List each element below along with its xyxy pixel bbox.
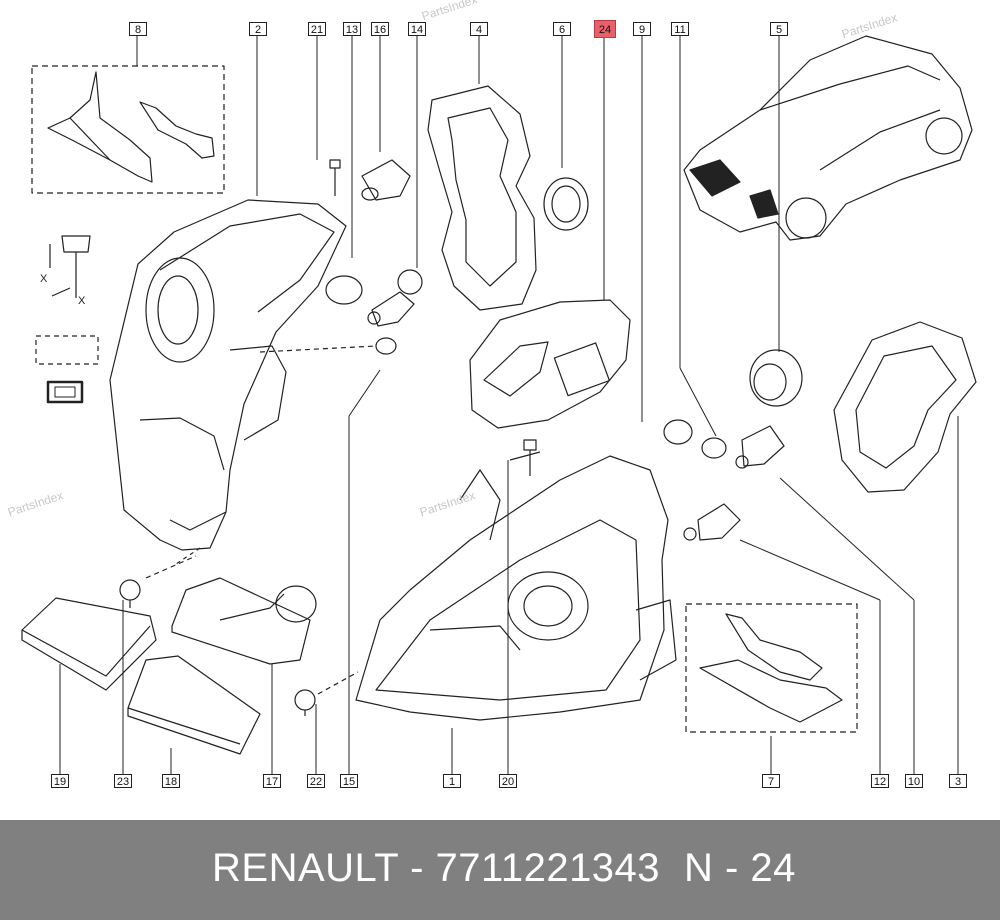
callout-13[interactable]: 13 <box>343 22 361 36</box>
callout-1[interactable]: 1 <box>443 774 461 788</box>
position-number-label: N - 24 <box>684 846 796 890</box>
part-number-label: RENAULT - 7711221343 <box>212 846 661 890</box>
rear-cover-right <box>833 321 977 493</box>
callout-21[interactable]: 21 <box>308 22 326 36</box>
protective-pad-19 <box>21 597 157 691</box>
callout-9[interactable]: 9 <box>633 22 651 36</box>
renault-car-illustration <box>683 35 973 241</box>
left-headlamp <box>109 199 347 551</box>
callout-22[interactable]: 22 <box>307 774 325 788</box>
callout-20[interactable]: 20 <box>499 774 517 788</box>
right-headlamp <box>355 455 669 721</box>
protective-pad-18 <box>127 655 261 755</box>
callout-11[interactable]: 11 <box>671 22 689 36</box>
callout-6[interactable]: 6 <box>553 22 571 36</box>
callout-16[interactable]: 16 <box>371 22 389 36</box>
callout-15[interactable]: 15 <box>340 774 358 788</box>
rear-cover <box>427 85 537 311</box>
callout-10[interactable]: 10 <box>905 774 923 788</box>
legend-dashed-swatch <box>35 335 99 365</box>
part-number-footer: RENAULT - 7711221343 N - 24 <box>0 820 1000 920</box>
legend-x-label-1: X <box>40 273 48 285</box>
leader-lines <box>59 36 959 774</box>
callout-17[interactable]: 17 <box>263 774 281 788</box>
callout-12[interactable]: 12 <box>871 774 889 788</box>
exploded-headlamp-diagram: X X <box>21 35 977 774</box>
callout-4[interactable]: 4 <box>470 22 488 36</box>
callout-14[interactable]: 14 <box>408 22 426 36</box>
callout-5[interactable]: 5 <box>770 22 788 36</box>
callout-7[interactable]: 7 <box>762 774 780 788</box>
callout-24-highlighted[interactable]: 24 <box>594 20 616 38</box>
bracket-kit-box <box>31 65 225 194</box>
callout-19[interactable]: 19 <box>51 774 69 788</box>
callout-3[interactable]: 3 <box>949 774 967 788</box>
xenon-ballast <box>469 299 631 429</box>
callout-8[interactable]: 8 <box>129 22 147 36</box>
callout-2[interactable]: 2 <box>249 22 267 36</box>
legend-x-label-2: X <box>78 295 86 307</box>
protective-pad-17 <box>171 577 311 665</box>
callout-18[interactable]: 18 <box>162 774 180 788</box>
legend-solid-swatch <box>46 380 84 404</box>
bracket-kit-box-right <box>685 603 858 733</box>
callout-23[interactable]: 23 <box>114 774 132 788</box>
